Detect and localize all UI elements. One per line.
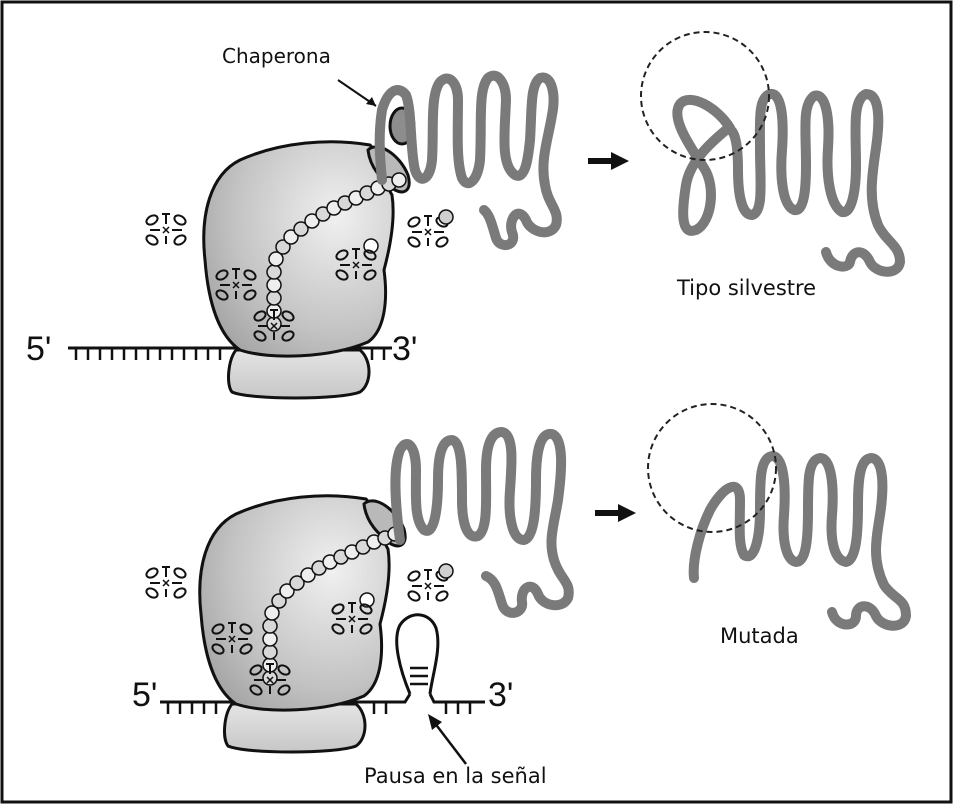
mrna-5prime-top: 5' xyxy=(26,330,51,369)
pause-pointer xyxy=(428,714,466,764)
protein-chain-mutant xyxy=(694,456,906,626)
trna-icon xyxy=(145,567,187,600)
mrna-3prime-bottom: 3' xyxy=(488,676,513,715)
pause-label: Pausa en la señal xyxy=(364,764,547,788)
arrow-right-icon xyxy=(588,152,629,170)
top-panel xyxy=(68,32,900,398)
protein-chain-wildtype xyxy=(677,94,900,272)
mrna-5prime-bottom: 5' xyxy=(132,676,157,715)
highlight-circle-top xyxy=(641,32,769,160)
chaperone-label: Chaperona xyxy=(222,44,331,68)
arrow-right-icon xyxy=(595,504,636,522)
protein-chain-top xyxy=(380,76,557,245)
mutant-label: Mutada xyxy=(720,624,799,648)
bottom-panel xyxy=(145,404,906,764)
mrna-3prime-top: 3' xyxy=(392,330,417,369)
wild-type-label: Tipo silvestre xyxy=(677,276,816,300)
hairpin-icon xyxy=(397,615,438,694)
trna-icon xyxy=(145,214,187,247)
